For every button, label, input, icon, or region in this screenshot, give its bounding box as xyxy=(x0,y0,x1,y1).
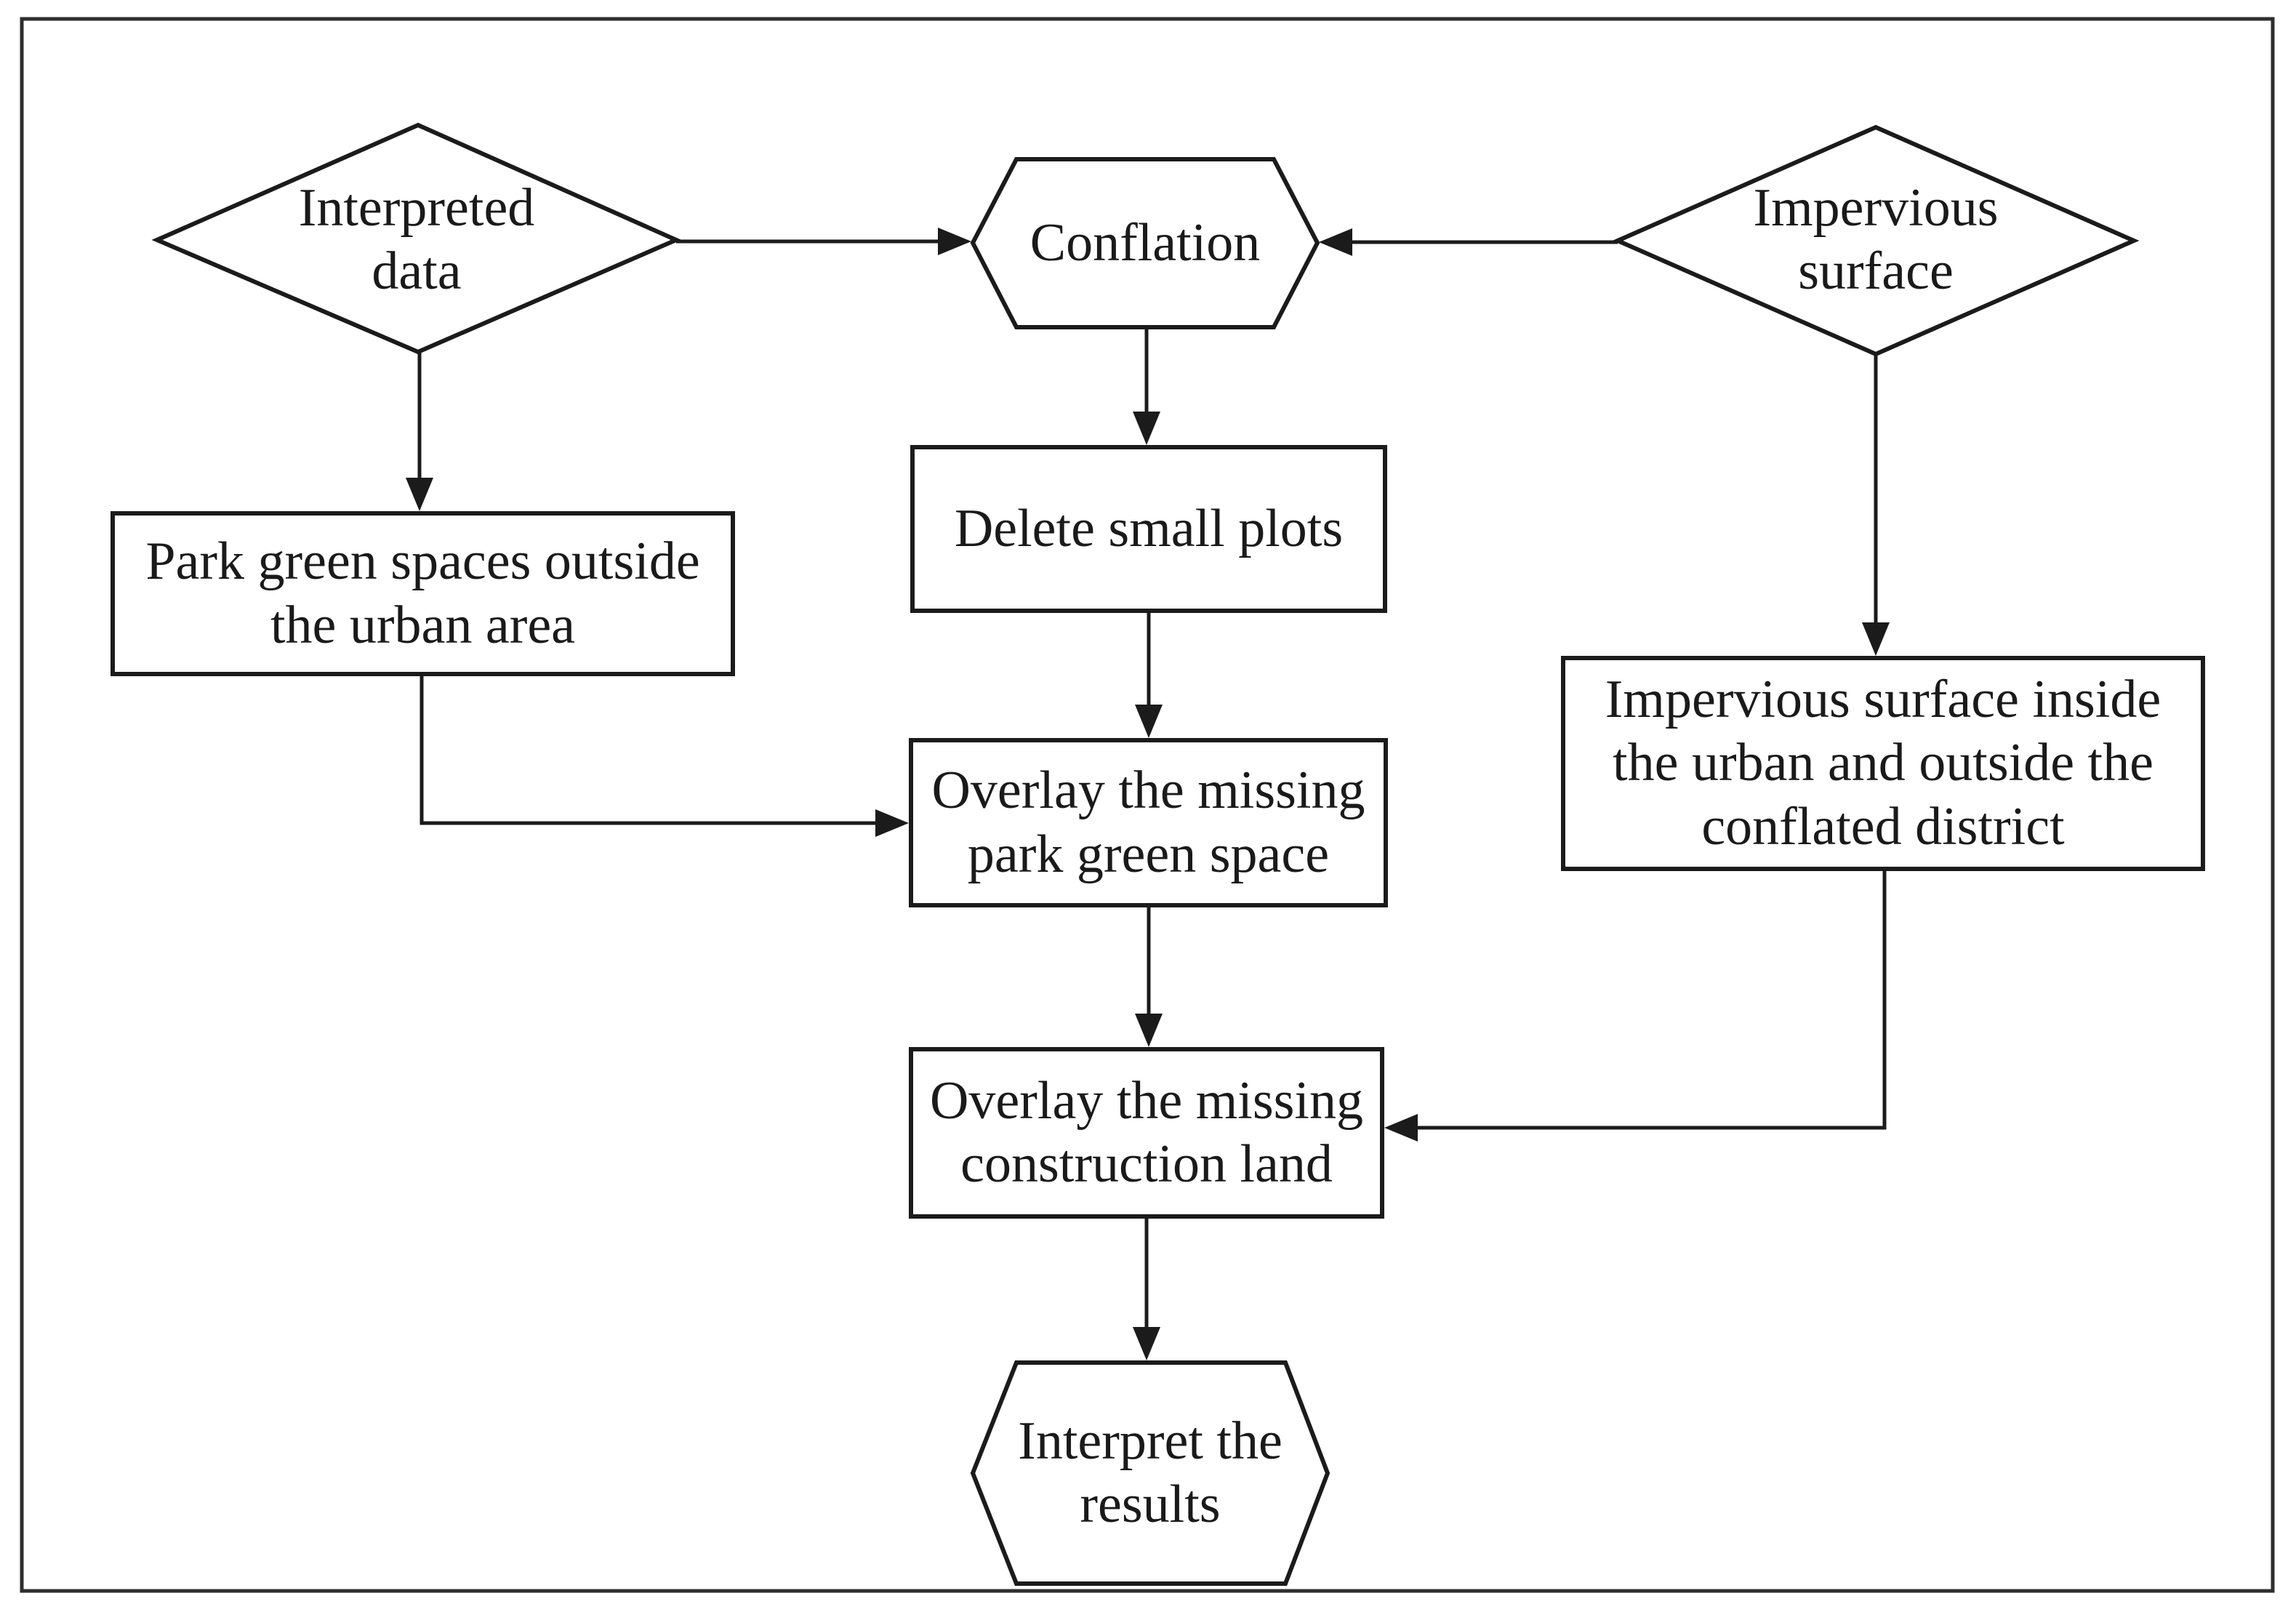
rect-impervious-inside xyxy=(1561,656,2205,871)
arrow-interpreted-to-park xyxy=(406,352,433,511)
rect-overlay-park xyxy=(909,738,1388,907)
elbow-inside-box-to-construction xyxy=(1384,869,1887,1142)
label-line: the urban and outside the xyxy=(1613,733,2153,793)
label-line: conflated district xyxy=(1701,796,2065,857)
label-line: Impervious surface inside xyxy=(1605,670,2161,730)
node-label-interpret-results: Interpret the results xyxy=(973,1363,1328,1584)
node-label-impervious-inside: Impervious surface inside the urban and … xyxy=(1563,658,2203,869)
label-line: Overlay the missing xyxy=(931,761,1365,821)
hexagon-conflation xyxy=(970,157,1320,329)
label-line: results xyxy=(1080,1475,1221,1534)
elbow-park-to-overlay-park xyxy=(420,674,909,837)
node-label-park-green-spaces: Park green spaces outside the urban area xyxy=(113,513,733,674)
label-line: Conflation xyxy=(1029,212,1261,273)
rect-park-green-spaces xyxy=(111,511,735,676)
arrow-construction-to-results xyxy=(1133,1216,1160,1360)
hexagon-interpret-results xyxy=(970,1360,1330,1586)
node-label-overlay-construction: Overlay the missing construction land xyxy=(911,1049,1382,1216)
label-line: the urban area xyxy=(270,595,576,655)
arrow-conflation-to-delete xyxy=(1133,327,1160,445)
node-label-overlay-park: Overlay the missing park green space xyxy=(911,740,1386,905)
arrow-interpreted-to-conflation xyxy=(676,228,971,255)
node-label-conflation: Conflation xyxy=(973,159,1317,327)
label-line: Park green spaces outside xyxy=(145,532,700,592)
label-line: Impervious xyxy=(1753,177,1999,238)
label-line: Delete small plots xyxy=(954,498,1344,558)
node-label-interpreted-data: Interpreted data xyxy=(157,142,676,338)
label-line: construction land xyxy=(960,1134,1333,1194)
arrow-impervious-to-conflation xyxy=(1319,228,1618,256)
label-line: Interpreted xyxy=(298,177,535,238)
label-line: Overlay the missing xyxy=(929,1070,1363,1131)
arrow-impervious-to-inside-box xyxy=(1862,354,1890,656)
arrow-delete-to-overlay-park xyxy=(1135,611,1163,738)
label-line: surface xyxy=(1798,241,1954,301)
node-label-impervious-surface: Impervious surface xyxy=(1618,138,2134,342)
label-line: Interpret the xyxy=(1018,1411,1283,1471)
arrow-overlay-park-to-construction xyxy=(1135,905,1163,1047)
figure-border xyxy=(20,17,2275,1593)
node-label-delete-small-plots: Delete small plots xyxy=(912,447,1385,611)
rect-delete-small-plots xyxy=(910,445,1387,613)
label-line: data xyxy=(372,241,462,301)
label-line: park green space xyxy=(967,824,1330,884)
